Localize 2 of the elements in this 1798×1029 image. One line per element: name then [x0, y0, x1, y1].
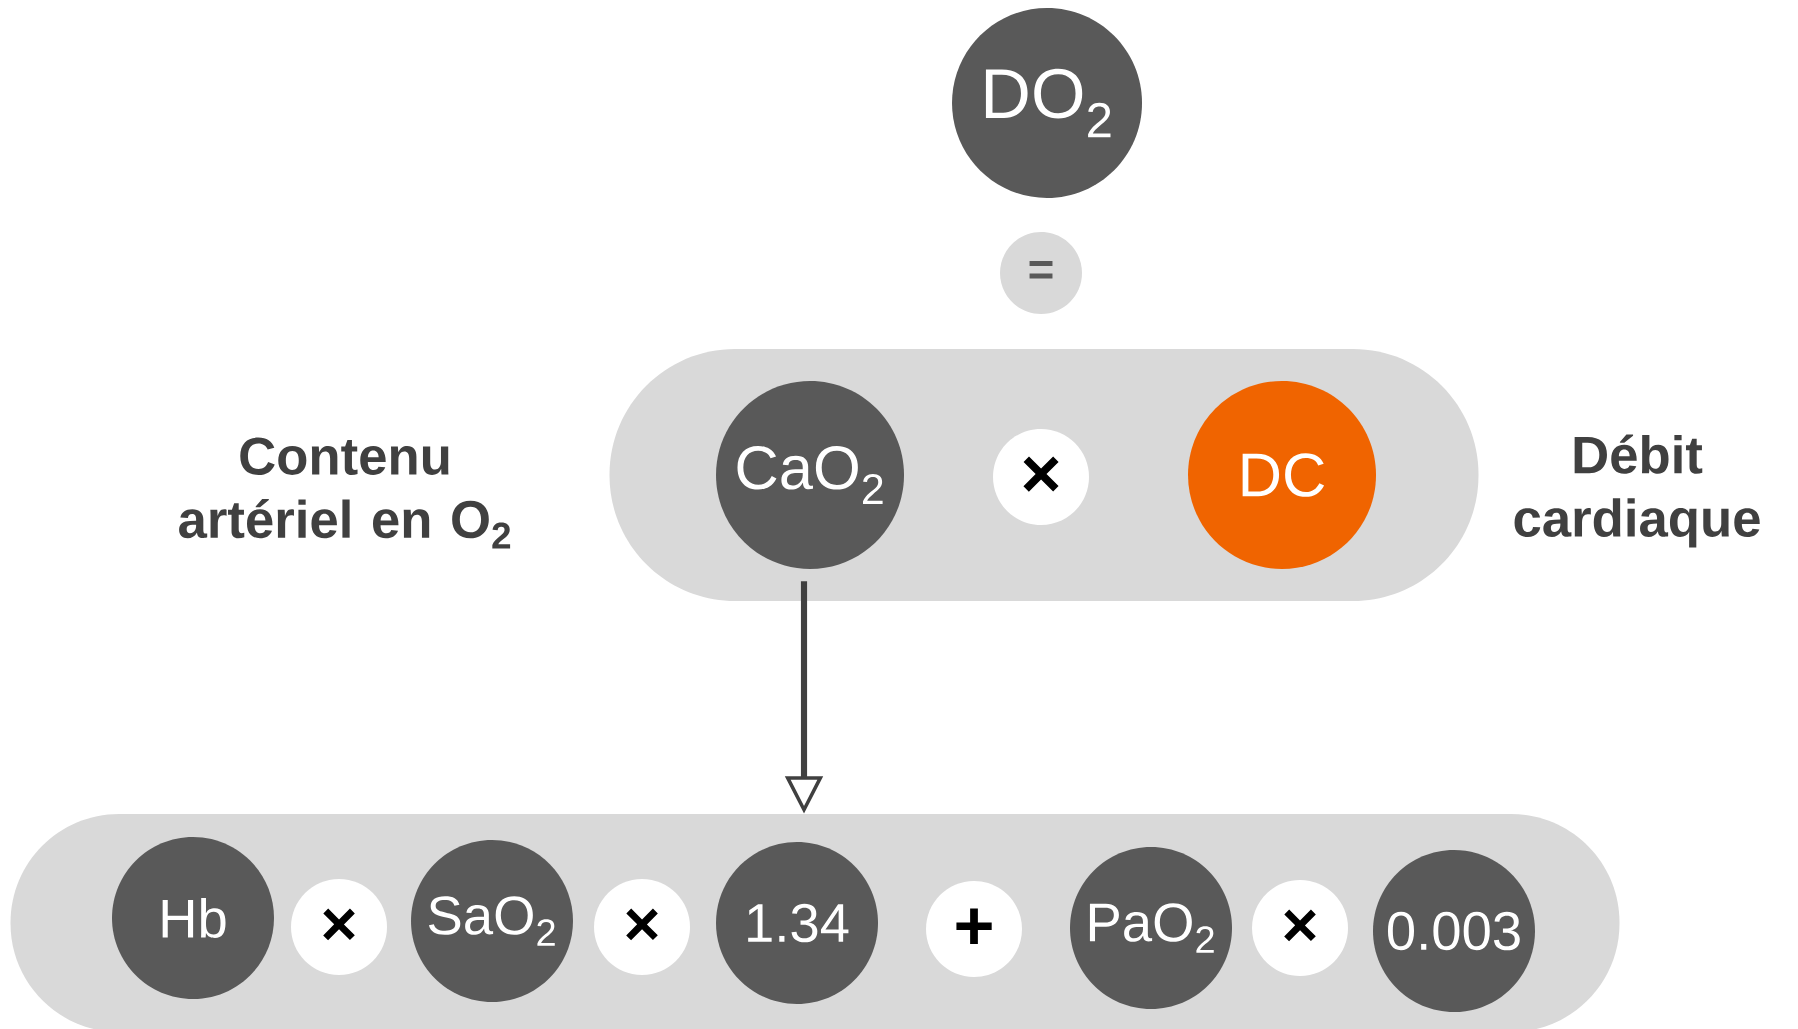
side-label: Contenu artériel en O$_{2}$ — [179, 437, 511, 549]
side-label: Débit cardiaque — [1514, 434, 1760, 548]
